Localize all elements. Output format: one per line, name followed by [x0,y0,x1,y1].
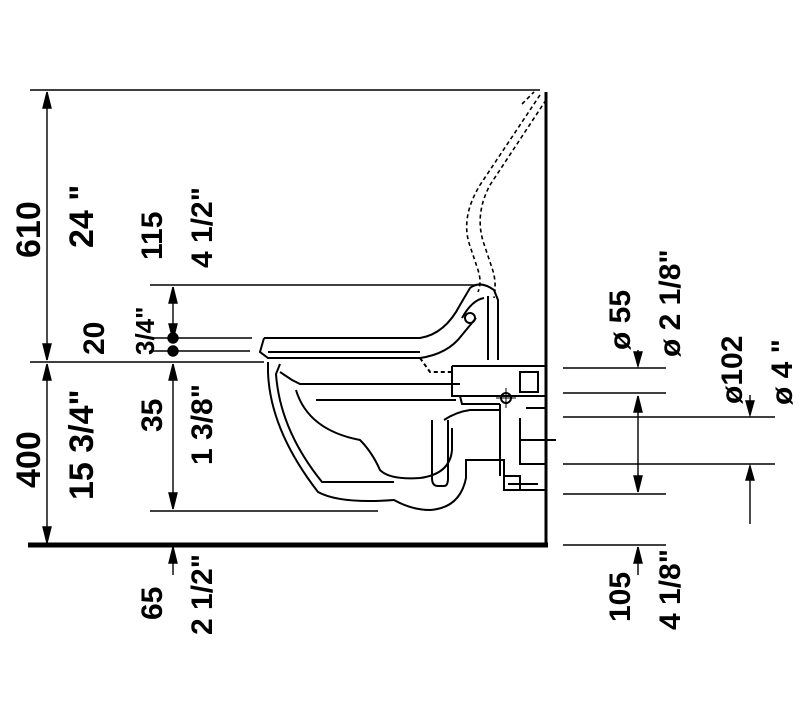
dim-20-inch: 3/4" [130,307,160,355]
raised-seat-lid-dashed [465,91,547,299]
toilet-seat [258,283,499,373]
dim-d55-inch: ø 2 1/8" [654,249,687,357]
reference-lines [30,89,775,546]
dimension-arrows [42,91,755,575]
wall-and-floor [28,92,548,548]
dim-400-inch: 15 3/4" [63,389,101,500]
dim-35-inch: 1 3/8" [186,384,219,465]
dim-400-mm: 400 [10,431,48,488]
dim-d102-inch: ø 4 " [766,339,799,405]
dimension-labels: 610 24 " 115 4 1/2" 20 3/4" 400 15 3/4" … [10,185,799,635]
dim-d55-mm: ø 55 [604,290,637,350]
dim-65-inch: 2 1/2" [186,554,219,635]
dim-105-inch: 4 1/8" [654,549,687,630]
dim-d102-mm: ø102 [716,336,749,404]
dim-105-mm: 105 [604,572,637,622]
dim-610-mm: 610 [10,201,48,258]
dim-20-mm: 20 [78,322,111,355]
dim-115-mm: 115 [136,212,169,260]
dim-65-mm: 65 [136,587,169,620]
dim-115-inch: 4 1/2" [186,187,219,268]
dim-35-mm: 35 [136,399,169,432]
dim-610-inch: 24 " [63,185,101,248]
toilet-bowl [267,362,556,512]
